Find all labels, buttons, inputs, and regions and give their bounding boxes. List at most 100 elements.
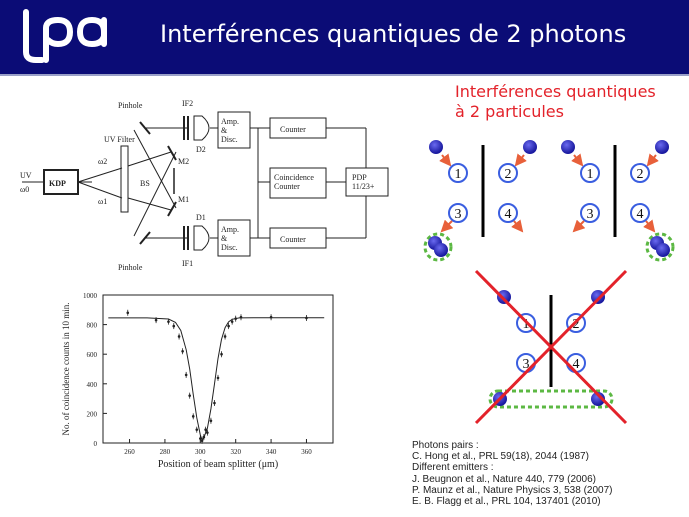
- header-bar: Interférences quantiques de 2 photons: [0, 0, 689, 74]
- label-counter-bottom: Counter: [280, 235, 306, 244]
- label-m2: M2: [178, 157, 189, 166]
- ref-line-1: C. Hong et al., PRL 59(18), 2044 (1987): [412, 451, 589, 463]
- y-tick-label: 0: [94, 440, 98, 448]
- data-point: [213, 401, 216, 405]
- x-tick-label: 360: [301, 448, 312, 456]
- direction-arrow: [514, 153, 527, 167]
- port-number-1: 1: [455, 167, 462, 182]
- label-pinhole-bottom: Pinhole: [118, 263, 143, 272]
- y-axis-label: No. of coincidence counts in 10 min.: [61, 303, 71, 436]
- data-point: [202, 435, 206, 439]
- port-circle: [580, 163, 600, 183]
- label-counter-top: Counter: [280, 125, 306, 134]
- port-number-2: 2: [505, 167, 512, 182]
- port-number-3: 3: [587, 207, 594, 222]
- label-omega0: ω0: [20, 185, 29, 194]
- data-point: [177, 335, 181, 338]
- subtitle-line2: à 2 particules: [455, 102, 564, 121]
- label-kdp: KDP: [49, 179, 66, 188]
- photon-in-right: [655, 140, 669, 154]
- port-circle: [580, 203, 600, 223]
- data-point: [188, 394, 191, 397]
- data-point: [305, 316, 308, 320]
- data-point: [181, 349, 184, 353]
- data-point: [206, 431, 209, 434]
- label-if2: IF2: [182, 99, 193, 108]
- label-omega2: ω2: [98, 157, 107, 166]
- label-d2: D2: [196, 145, 206, 154]
- data-point: [227, 324, 230, 328]
- data-point: [191, 415, 195, 418]
- data-point: [167, 320, 170, 323]
- photon-in-left: [429, 140, 443, 154]
- data-point: [172, 324, 176, 328]
- references: Photons pairs : C. Hong et al., PRL 59(1…: [412, 440, 612, 507]
- ref-line-0: Photons pairs :: [412, 440, 479, 451]
- subtitle-block: Interférences quantiques à 2 particules: [455, 82, 656, 122]
- label-pinhole-top: Pinhole: [118, 101, 143, 110]
- subtitle-line1: Interférences quantiques: [455, 82, 656, 101]
- y-tick-label: 400: [87, 381, 98, 389]
- x-tick-label: 340: [266, 448, 277, 456]
- data-point: [220, 352, 223, 356]
- label-uv-filter: UV Filter: [104, 135, 135, 144]
- direction-arrow: [646, 153, 659, 167]
- header-divider: [0, 74, 689, 76]
- port-number-1: 1: [587, 167, 594, 182]
- x-tick-label: 280: [160, 448, 171, 456]
- data-point: [239, 315, 243, 319]
- port-circle: [448, 203, 468, 223]
- data-point: [195, 428, 199, 431]
- ref-line-2: Different emitters :: [412, 462, 494, 474]
- data-point: [216, 376, 220, 380]
- port-number-2: 2: [637, 167, 644, 182]
- y-tick-label: 800: [87, 322, 98, 330]
- y-tick-label: 200: [87, 410, 98, 418]
- data-point: [269, 315, 273, 319]
- port-number-2: 2: [573, 317, 580, 332]
- label-if1: IF1: [182, 259, 193, 268]
- data-point: [154, 318, 158, 322]
- data-point: [234, 317, 237, 320]
- lpa-logo: [23, 9, 107, 63]
- fit-curve: [108, 317, 325, 442]
- experimental-setup-diagram: UV ω0 KDP ω2 ω1 UV Filter BS M1 M2 Pinho…: [20, 99, 389, 272]
- photon-in-right: [523, 140, 537, 154]
- data-point: [223, 335, 227, 338]
- label-omega1: ω1: [98, 197, 107, 206]
- data-point: [204, 428, 207, 431]
- ref-line-3: J. Beugnon et al., Nature 440, 779 (2006…: [412, 473, 597, 485]
- data-point: [230, 320, 234, 323]
- port-number-3: 3: [455, 207, 462, 222]
- plot-frame: [102, 294, 334, 444]
- port-circle: [498, 163, 518, 183]
- data-point: [200, 439, 204, 443]
- photon-out: [656, 243, 670, 257]
- bunching-ring: [645, 232, 675, 262]
- page-title: Interférences quantiques de 2 photons: [160, 20, 627, 48]
- photon-in-left: [561, 140, 575, 154]
- photon-out: [434, 243, 448, 257]
- port-number-4: 4: [637, 207, 644, 222]
- photon-in-left: [497, 290, 511, 304]
- port-circle: [448, 163, 468, 183]
- cross-out-line: [474, 269, 628, 425]
- ref-line-5: E. B. Flagg et al., PRL 104, 137401 (201…: [412, 496, 601, 508]
- port-circle: [630, 203, 650, 223]
- data-point: [199, 437, 202, 440]
- label-amp-bottom: Amp.&Disc.: [221, 225, 239, 252]
- label-d1: D1: [196, 213, 206, 222]
- data-point: [184, 373, 188, 377]
- x-tick-label: 320: [230, 448, 241, 456]
- x-axis-label: Position of beam splitter (μm): [158, 459, 278, 470]
- photon-in-right: [591, 290, 605, 304]
- port-number-4: 4: [505, 207, 512, 222]
- direction-arrow: [571, 153, 584, 167]
- port-number-3: 3: [523, 357, 530, 372]
- label-uv: UV: [20, 171, 32, 180]
- direction-arrow: [440, 219, 454, 233]
- port-circle: [498, 203, 518, 223]
